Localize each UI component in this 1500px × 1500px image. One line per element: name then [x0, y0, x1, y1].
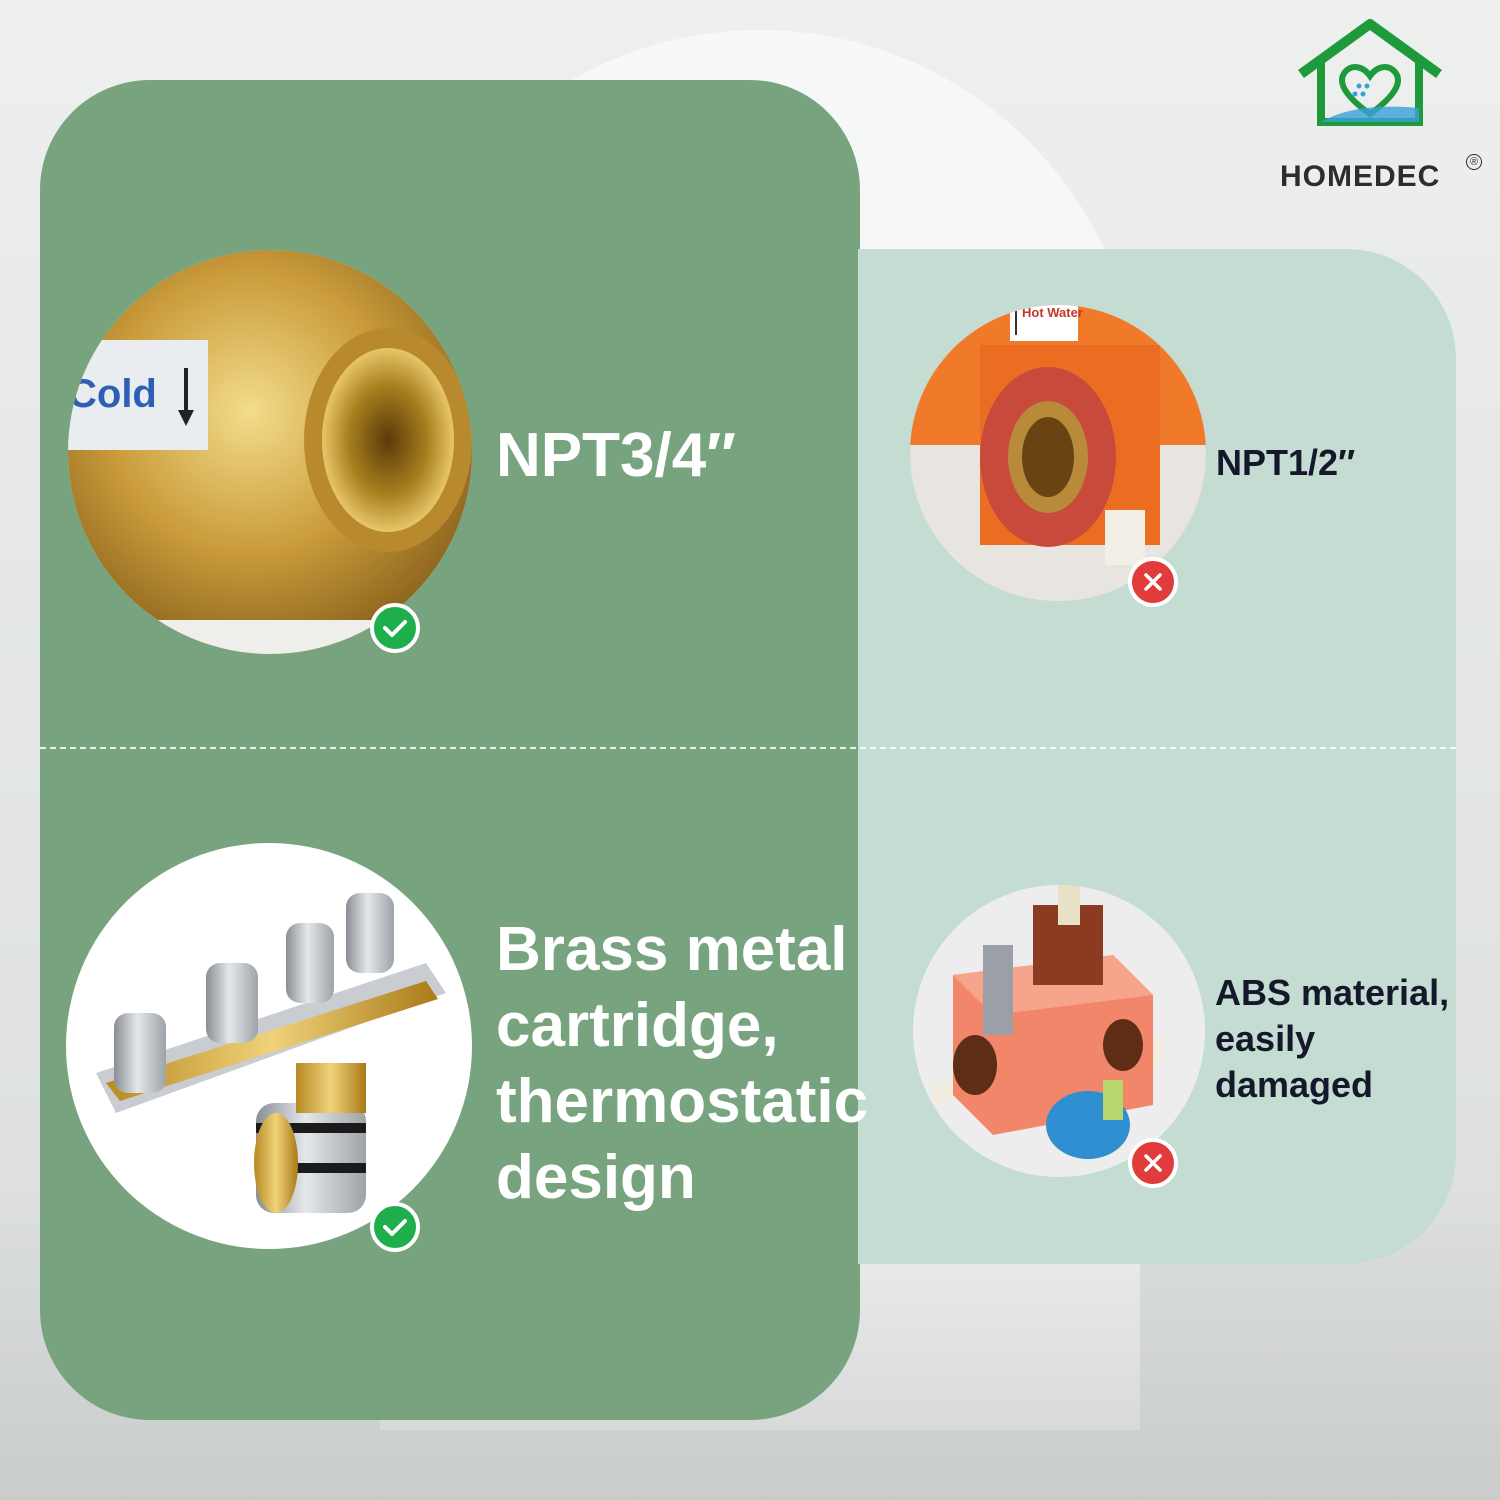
brand-logo: HOMEDEC ®: [1270, 18, 1490, 193]
check-badge: [370, 603, 420, 653]
label-line: Brass metal: [496, 915, 848, 984]
cold-sticker-text: Cold: [68, 372, 157, 416]
thermostatic-valve-photo: [66, 843, 472, 1249]
check-badge: [370, 1202, 420, 1252]
cross-badge: [1128, 1138, 1178, 1188]
cross-badge: [1128, 557, 1178, 607]
hot-water-sticker-text: Hot Water: [1022, 305, 1083, 320]
npt-three-quarter-label: NPT3/4″: [496, 421, 736, 490]
cross-icon: [1144, 1154, 1162, 1172]
label-line: easily: [1215, 1018, 1316, 1059]
label-line: ABS material,: [1215, 972, 1450, 1013]
abs-box-photo: Hot Water: [910, 305, 1206, 601]
brand-name: HOMEDEC: [1280, 160, 1441, 193]
section-divider: [40, 747, 1456, 749]
npt-half-label: NPT1/2″: [1216, 442, 1356, 483]
check-icon: [383, 1219, 407, 1236]
label-line: cartridge,: [496, 991, 779, 1060]
brass-cartridge-label: Brass metal cartridge, thermostatic desi…: [496, 912, 869, 1216]
cross-icon: [1144, 573, 1162, 591]
abs-material-label: ABS material, easily damaged: [1215, 970, 1485, 1108]
check-icon: [383, 620, 407, 637]
registered-mark: ®: [1466, 154, 1482, 170]
label-line: damaged: [1215, 1064, 1374, 1105]
brass-valve-photo: Cold: [68, 250, 472, 654]
abs-housing-photo: [913, 885, 1205, 1177]
house-heart-icon: [1298, 19, 1442, 126]
label-line: thermostatic: [496, 1067, 869, 1136]
label-line: design: [496, 1143, 696, 1212]
